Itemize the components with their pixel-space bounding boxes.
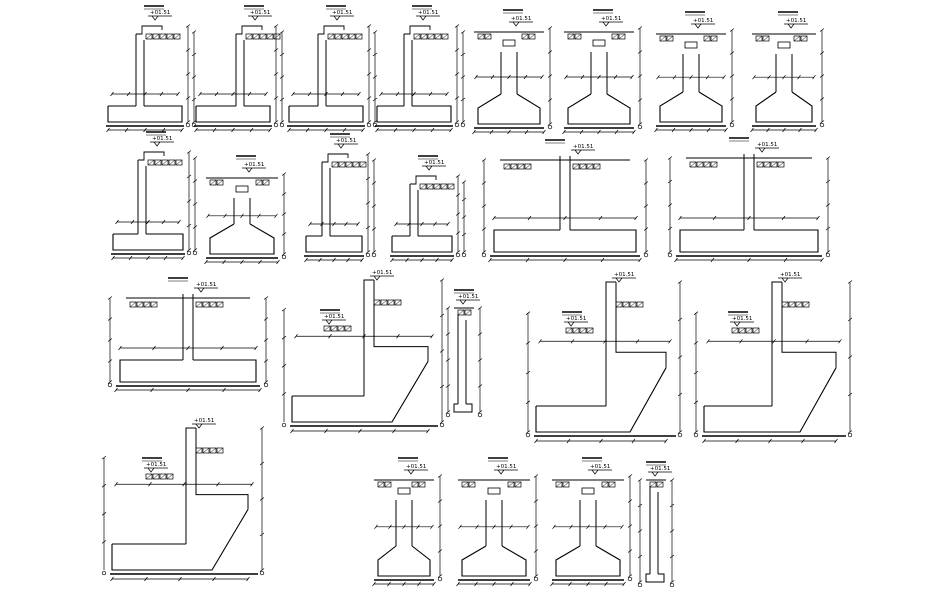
- wall-section-l: +01.51: [390, 155, 467, 263]
- pier-footing-section: +01.51: [372, 457, 443, 587]
- level-label: +01.51: [152, 136, 172, 142]
- cantilever-wall-section: +01.51 +01.51: [525, 272, 683, 444]
- pier-footing-section: +01.51: [654, 11, 735, 133]
- cantilever-wall-section: +01.51 +01.51: [101, 418, 265, 582]
- level-label: +01.51: [146, 462, 166, 468]
- pier-footing-section: +01.51: [750, 11, 825, 133]
- level-label: +01.51: [194, 418, 214, 424]
- cantilever-wall-section: +01.51 +01.51: [693, 272, 853, 444]
- level-label: +01.51: [590, 464, 610, 470]
- level-label: +01.51: [566, 316, 586, 322]
- level-label: +01.51: [196, 282, 216, 288]
- cantilever-wall-section: +01.51 +01.51: [281, 270, 445, 434]
- pier-footing-section: +01.51: [562, 9, 643, 135]
- level-label: +01.51: [244, 162, 264, 168]
- level-label: +01.51: [780, 272, 800, 278]
- wall-section-l: +01.51: [106, 5, 197, 133]
- level-label: +01.51: [601, 16, 621, 22]
- wall-section-l: +01.51: [194, 5, 285, 133]
- pier-footing-section: +01.51: [550, 457, 633, 587]
- level-label: +01.51: [324, 314, 344, 320]
- level-label: +01.51: [150, 10, 170, 16]
- level-label: +01.51: [732, 316, 752, 322]
- wall-sections: +01.51+01.51+01.51+01.51+01.51+01.51+01.…: [101, 5, 853, 588]
- wall-section-l: +01.51: [111, 131, 198, 261]
- level-label: +01.51: [424, 160, 444, 166]
- level-label: +01.51: [693, 18, 713, 24]
- level-label: +01.51: [496, 464, 516, 470]
- stub-wall-section: +01.51: [445, 289, 483, 418]
- level-label: +01.51: [511, 16, 531, 22]
- stub-wall-section: +01.51: [637, 461, 675, 588]
- pier-footing-section: +01.51: [472, 9, 553, 135]
- level-label: +01.51: [757, 142, 777, 148]
- wall-section-l: +01.51: [304, 133, 377, 263]
- level-label: +01.51: [332, 10, 352, 16]
- level-label: +01.51: [458, 294, 478, 300]
- level-label: +01.51: [650, 466, 670, 472]
- pier-footing-section: +01.51: [204, 155, 287, 265]
- level-label: +01.51: [614, 272, 634, 278]
- wall-section-l: +01.51: [375, 5, 466, 133]
- level-label: +01.51: [372, 270, 392, 276]
- level-label: +01.51: [573, 144, 593, 150]
- double-wall-section: +01.51: [667, 137, 831, 263]
- double-wall-section: +01.51: [107, 277, 269, 393]
- wall-section-l: +01.51: [287, 5, 378, 133]
- level-label: +01.51: [336, 138, 356, 144]
- level-label: +01.51: [406, 464, 426, 470]
- double-wall-section: +01.51: [481, 139, 649, 263]
- level-label: +01.51: [786, 18, 806, 24]
- level-label: +01.51: [250, 10, 270, 16]
- level-label: +01.51: [418, 10, 438, 16]
- pier-footing-section: +01.51: [456, 457, 539, 587]
